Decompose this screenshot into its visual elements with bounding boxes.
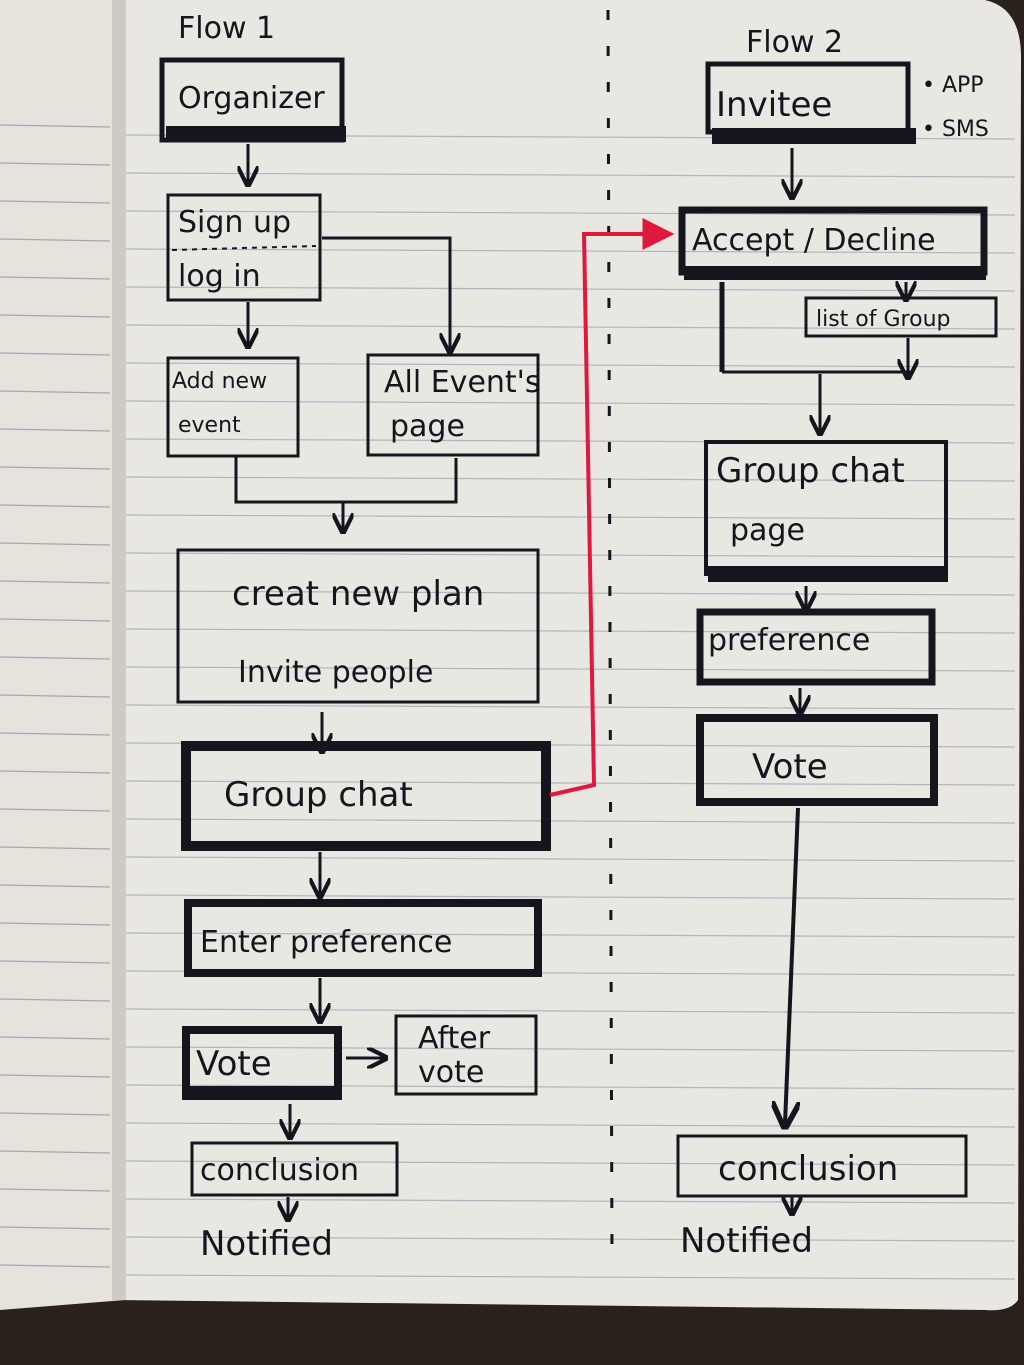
conclusion-box: [190, 1141, 399, 1197]
vote-label: Vote: [196, 1044, 272, 1084]
add-event-label-2: event: [178, 413, 241, 438]
notified-label: Notified: [200, 1224, 333, 1264]
conclusion-label: conclusion: [200, 1153, 359, 1188]
channel-app: • APP: [922, 73, 984, 98]
create-plan-label: creat new plan: [232, 574, 484, 614]
accept-decline-label: Accept / Decline: [692, 223, 936, 258]
group-chat-page-box-shadow: [708, 566, 948, 582]
add-event-label-1: Add new: [172, 369, 267, 394]
ruled-lines: [125, 134, 1016, 1280]
invitee-label: Invitee: [716, 85, 832, 125]
arrow-vote-conclusion-2: [785, 807, 800, 1124]
binding-shadow: [112, 0, 126, 1300]
merge-bracket: [234, 456, 458, 504]
signup-login-divider: [171, 245, 317, 251]
signup-login-box: [166, 193, 322, 302]
left-page-lines: [0, 124, 111, 1268]
after-vote-label-2: vote: [418, 1055, 484, 1090]
all-events-label-2: page: [390, 409, 465, 444]
notified-label-2: Notified: [680, 1221, 813, 1261]
group-chat-box: [181, 741, 551, 851]
enter-preference-label: Enter preference: [200, 925, 452, 960]
group-chat-page-label-2: page: [730, 513, 805, 548]
enter-preference-box: [184, 899, 542, 977]
flow2-title: Flow 2: [746, 25, 843, 60]
conclusion-label-2: conclusion: [718, 1149, 898, 1189]
after-vote-box: [394, 1014, 538, 1096]
invitee-box-shadow: [712, 128, 916, 144]
accept-decline-box-shadow: [684, 266, 986, 280]
red-connector-arrow: [549, 218, 675, 797]
flow1-title: Flow 1: [178, 11, 275, 46]
left-page: [0, 0, 125, 1310]
preference-box: [696, 608, 936, 686]
all-events-box: [366, 353, 540, 457]
create-plan-box: [176, 548, 540, 704]
vote-box-shadow: [190, 1086, 340, 1100]
all-events-label-1: All Event's: [384, 365, 541, 400]
after-vote-label-1: After: [418, 1021, 491, 1056]
vote-box-2: [696, 714, 938, 806]
group-chat-page-label-1: Group chat: [716, 451, 905, 491]
list-of-group-box: [804, 296, 998, 338]
organizer-label: Organizer: [178, 81, 325, 116]
signup-label: Sign up: [178, 205, 291, 240]
arrow-signup-allevents: [322, 236, 450, 350]
list-of-group-label: list of Group: [816, 307, 950, 332]
login-label: log in: [178, 259, 261, 294]
channel-sms: • SMS: [922, 117, 989, 142]
vote-label-2: Vote: [752, 747, 828, 787]
organizer-box-shadow: [166, 126, 346, 142]
invite-people-label: Invite people: [238, 655, 433, 690]
conclusion-box-2: [676, 1134, 968, 1198]
group-chat-label: Group chat: [224, 775, 413, 815]
add-event-box: [166, 356, 300, 458]
preference-label: preference: [708, 623, 870, 658]
